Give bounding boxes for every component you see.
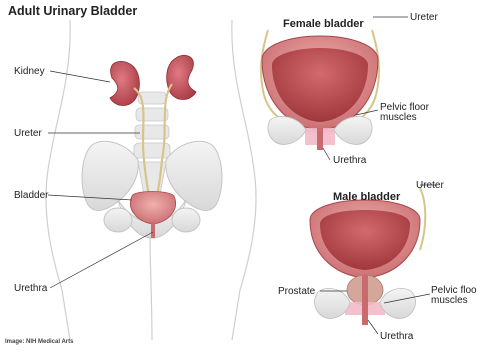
male-panel-title: Male bladder [333,191,400,203]
label-kidney: Kidney [14,66,45,77]
label-bladder: Bladder [14,190,48,201]
label-male-pelvic-floor: Pelvic floor muscles [431,286,477,306]
urethra-tube [151,222,155,238]
left-kidney [110,61,139,105]
image-credit: Image: NIH Medical Arts [5,339,73,345]
label-female-pelvic-floor: Pelvic floor muscles [380,103,429,123]
female-panel-title: Female bladder [283,18,364,30]
label-urethra: Urethra [14,283,47,294]
label-female-urethra: Urethra [333,155,366,166]
male-bladder-figure [310,188,425,325]
right-kidney [167,55,196,99]
label-male-urethra: Urethra [380,331,413,342]
label-prostate: Prostate [278,286,315,297]
label-female-ureter: Ureter [410,12,438,23]
diagram-title: Adult Urinary Bladder [8,4,137,18]
female-bladder-figure [261,30,379,150]
label-female-pelvic-floor-line2: muscles [380,113,429,123]
label-male-pelvic-floor-line2: muscles [431,296,477,306]
label-male-ureter: Ureter [416,180,444,191]
label-ureter: Ureter [14,128,42,139]
